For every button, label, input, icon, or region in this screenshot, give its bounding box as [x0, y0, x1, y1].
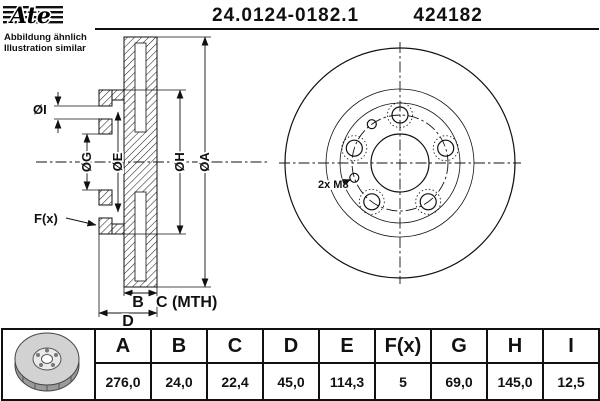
outer-diameter-circle — [284, 47, 516, 279]
hat-wall-bottom — [111, 223, 125, 235]
hat-wall-top — [111, 89, 125, 101]
vent-slot-bottom — [134, 191, 147, 282]
hat-face-bottom-b — [98, 217, 113, 235]
dim-label-g: ØG — [79, 152, 94, 172]
m8-label: 2x M8 — [318, 179, 349, 191]
dim-label-i: ØI — [33, 102, 47, 117]
note-line-de: Abbildung ähnlich — [4, 32, 87, 43]
bolt-hole — [363, 193, 381, 211]
m8-hole — [366, 119, 377, 130]
brake-disc-thumbnail — [1, 328, 96, 401]
note-line-en: Illustration similar — [4, 43, 86, 55]
spec-table: A B C D E F(x) G H I 276,0 24,0 22,4 45,… — [1, 327, 600, 401]
ate-logo: Ate — [3, 2, 67, 31]
friction-ring-circle — [325, 88, 475, 238]
table-value-row: 276,0 24,0 22,4 45,0 114,3 5 69,0 145,0 … — [2, 362, 600, 401]
hat-circle — [339, 102, 461, 224]
bolt-hole — [437, 139, 455, 157]
value-i: 12,5 — [542, 362, 600, 401]
dim-label-b: B — [132, 294, 144, 311]
value-e: 114,3 — [318, 362, 376, 401]
header-rule — [95, 28, 599, 30]
part-numbers: 24.0124-0182.1 424182 — [212, 5, 483, 27]
value-g: 69,0 — [430, 362, 488, 401]
col-header-i: I — [542, 327, 600, 365]
brand-text: Ate — [8, 3, 51, 29]
technical-drawing: ØI ØG ØE ØH ØA F(x) B C (MTH) D — [31, 36, 521, 328]
vent-slot-top — [134, 42, 147, 133]
hat-face-top-b — [98, 118, 113, 135]
ate-logo-graphic: Ate — [3, 2, 63, 31]
bolt-hole — [345, 139, 363, 157]
dim-label-e: ØE — [110, 152, 125, 171]
col-header-f: F(x) — [374, 327, 432, 365]
cross-section-view: ØI ØG ØE ØH ØA F(x) B C (MTH) D — [31, 36, 268, 328]
front-view: 2x M8 — [279, 42, 521, 284]
dim-label-f: F(x) — [34, 211, 58, 226]
table-header-row: A B C D E F(x) G H I — [1, 327, 600, 401]
reference-number: 424182 — [413, 5, 483, 26]
similarity-note: Abbildung ähnlich Illustration similar — [4, 32, 87, 55]
dim-label-d: D — [122, 313, 134, 328]
col-header-a: A — [94, 327, 152, 365]
bolt-hole — [419, 193, 437, 211]
hat-face-bottom-a — [98, 189, 113, 206]
hat-face-top-a — [98, 89, 113, 107]
col-header-b: B — [150, 327, 208, 365]
value-b: 24,0 — [150, 362, 208, 401]
col-header-e: E — [318, 327, 376, 365]
center-bore-circle — [370, 133, 430, 193]
bolt-circle — [351, 114, 449, 212]
col-header-g: G — [430, 327, 488, 365]
m8-hole — [349, 172, 360, 183]
dim-label-a: ØA — [197, 152, 212, 172]
col-header-d: D — [262, 327, 320, 365]
dim-label-c: C (MTH) — [156, 294, 217, 311]
value-f: 5 — [374, 362, 432, 401]
value-h: 145,0 — [486, 362, 544, 401]
col-header-h: H — [486, 327, 544, 365]
value-d: 45,0 — [262, 362, 320, 401]
brake-disc-thumbnail-graphic — [14, 332, 80, 392]
part-number: 24.0124-0182.1 — [212, 5, 360, 26]
value-a: 276,0 — [94, 362, 152, 401]
value-c: 22,4 — [206, 362, 264, 401]
col-header-c: C — [206, 327, 264, 365]
bolt-hole — [391, 106, 409, 124]
dim-label-h: ØH — [172, 152, 187, 172]
